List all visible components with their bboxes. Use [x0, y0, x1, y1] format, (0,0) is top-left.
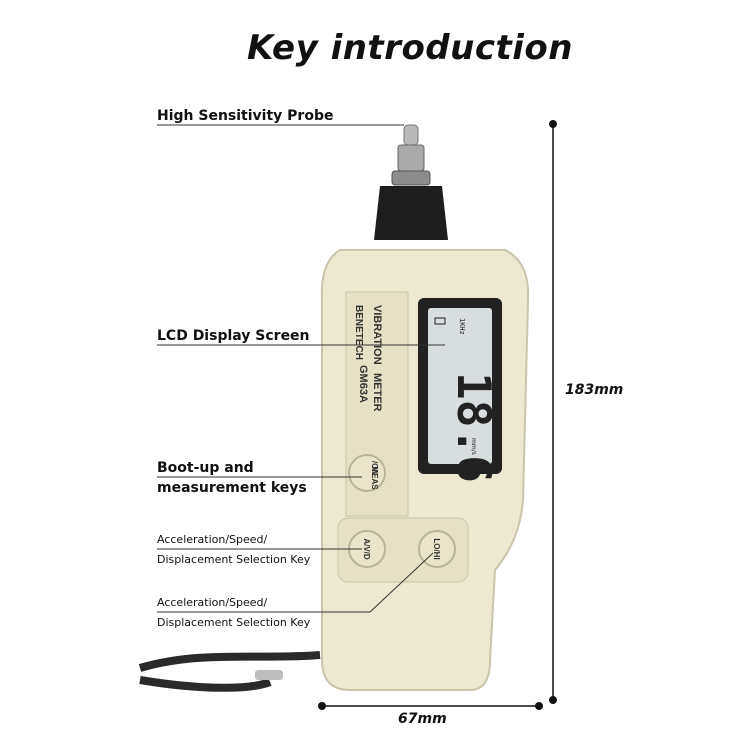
lcd-value: 18.6 — [447, 372, 501, 483]
page-title: Key introduction — [247, 28, 573, 68]
height-dim-top-dot — [549, 120, 557, 128]
battery-icon — [434, 317, 446, 325]
height-dimension-label: 183mm — [565, 382, 624, 398]
width-dim-right-dot — [535, 702, 543, 710]
lanyard-strap — [138, 651, 321, 672]
label-lcd: LCD Display Screen — [157, 328, 310, 344]
label-lo-line1: Acceleration/Speed/ — [157, 596, 268, 609]
meas-on-key — [348, 454, 386, 492]
probe-shaft — [397, 144, 425, 172]
label-boot-line1: Boot-up and — [157, 460, 254, 476]
probe-tip — [403, 124, 419, 146]
width-dimension-label: 67mm — [398, 711, 447, 727]
lo-hi-key-label: LO/HI — [432, 538, 441, 559]
height-dim-bottom-dot — [549, 696, 557, 704]
lcd-screen — [428, 308, 492, 464]
width-dim-left-dot — [318, 702, 326, 710]
meas-key-label-2: /ON — [370, 461, 379, 475]
avd-key-label: A/V/D — [362, 538, 371, 560]
device-name-line2: METER — [371, 373, 383, 412]
lanyard-strap-lower — [139, 676, 272, 692]
lanyard-clip — [255, 670, 283, 680]
label-avd-line2: Displacement Selection Key — [157, 553, 311, 566]
probe-nut — [391, 170, 431, 186]
device-brand: BENETECH — [353, 305, 364, 360]
label-lo-line2: Displacement Selection Key — [157, 616, 311, 629]
label-avd-line1: Acceleration/Speed/ — [157, 533, 268, 546]
label-probe: High Sensitivity Probe — [157, 108, 334, 124]
label-boot-line2: measurement keys — [157, 480, 307, 496]
probe-cap — [374, 186, 448, 240]
lcd-frequency: 1KHz — [458, 318, 466, 335]
leader-lo-diag — [369, 552, 434, 613]
device-model: GM63A — [357, 365, 369, 403]
lcd-unit: mm/s — [470, 438, 477, 455]
meas-key-label-1: MEAS — [370, 466, 379, 490]
device-name-line1: VIBRATION — [371, 305, 383, 365]
